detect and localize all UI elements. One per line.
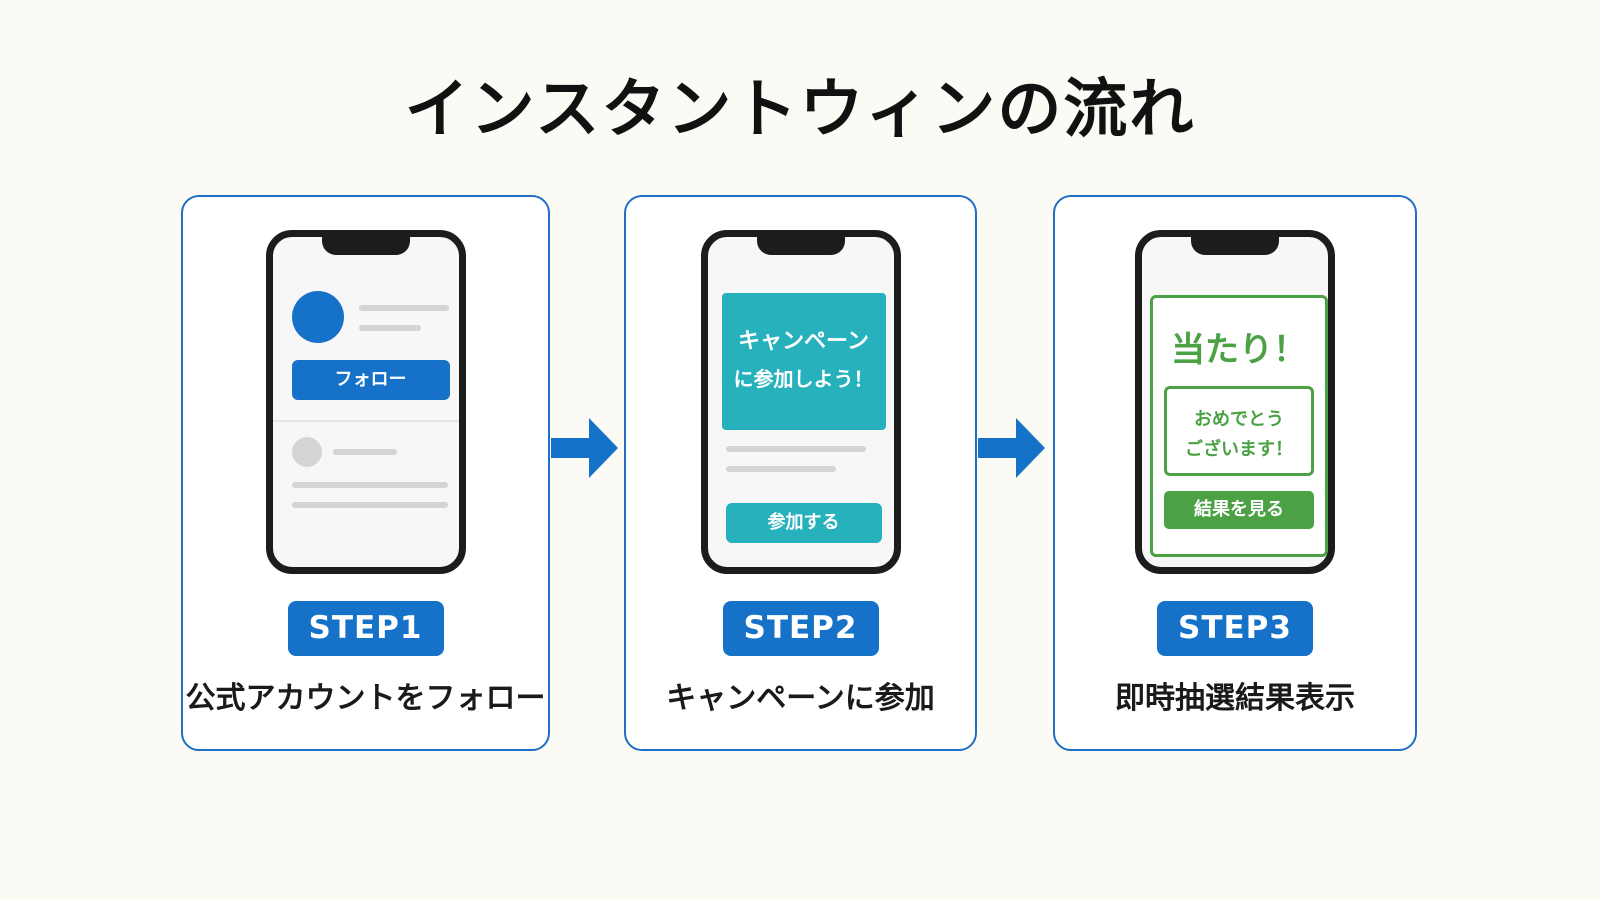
- step3-label: 即時抽選結果表示: [1115, 681, 1355, 716]
- phone-notch: [1191, 237, 1279, 255]
- congrats-line2: ございます！: [1185, 439, 1293, 460]
- step1-phone-mockup: フォロー: [265, 230, 466, 574]
- banner-line2: に参加しよう！: [733, 367, 874, 391]
- phone-notch: [321, 237, 410, 255]
- follow-button[interactable]: フォロー: [291, 360, 450, 400]
- congrats-line1: おめでとう: [1194, 409, 1284, 430]
- view-result-button[interactable]: 結果を見る: [1164, 491, 1314, 529]
- placeholder-line: [291, 502, 448, 508]
- join-button[interactable]: 参加する: [725, 503, 882, 543]
- step1-badge: STEP1: [287, 601, 444, 656]
- step3-card: 当たり！ おめでとう ございます！ 結果を見る STEP3 即時抽選結果表示: [1053, 195, 1417, 751]
- arrow-right-icon: [551, 418, 618, 478]
- arrow-right-icon: [978, 418, 1045, 478]
- step2-phone-mockup: キャンペーン に参加しよう！ 参加する: [700, 230, 901, 574]
- step1-label: 公式アカウントをフォロー: [185, 681, 546, 716]
- result-frame: 当たり！ おめでとう ございます！ 結果を見る: [1150, 295, 1328, 557]
- step2-card: キャンペーン に参加しよう！ 参加する STEP2 キャンペーンに参加: [624, 195, 977, 751]
- phone-notch: [756, 237, 845, 255]
- step3-badge: STEP3: [1157, 601, 1313, 656]
- placeholder-line: [291, 482, 448, 488]
- step3-phone-mockup: 当たり！ おめでとう ございます！ 結果を見る: [1135, 230, 1335, 574]
- post-avatar: [291, 437, 322, 467]
- step2-badge: STEP2: [722, 601, 879, 656]
- step2-label: キャンペーンに参加: [666, 681, 935, 716]
- banner-line1: キャンペーン: [738, 329, 869, 354]
- placeholder-line: [725, 466, 836, 472]
- congrats-box: おめでとう ございます！: [1164, 386, 1314, 476]
- placeholder-line: [725, 446, 866, 452]
- placeholder-line: [358, 325, 421, 331]
- divider: [272, 420, 459, 422]
- win-headline: 当たり！: [1171, 330, 1307, 370]
- step1-card: フォロー STEP1 公式アカウントをフォロー: [181, 195, 550, 751]
- placeholder-line: [332, 449, 397, 455]
- account-avatar: [291, 291, 344, 343]
- placeholder-line: [358, 305, 449, 311]
- campaign-banner: キャンペーン に参加しよう！: [721, 293, 886, 430]
- page-title: インスタントウィンの流れ: [404, 73, 1196, 147]
